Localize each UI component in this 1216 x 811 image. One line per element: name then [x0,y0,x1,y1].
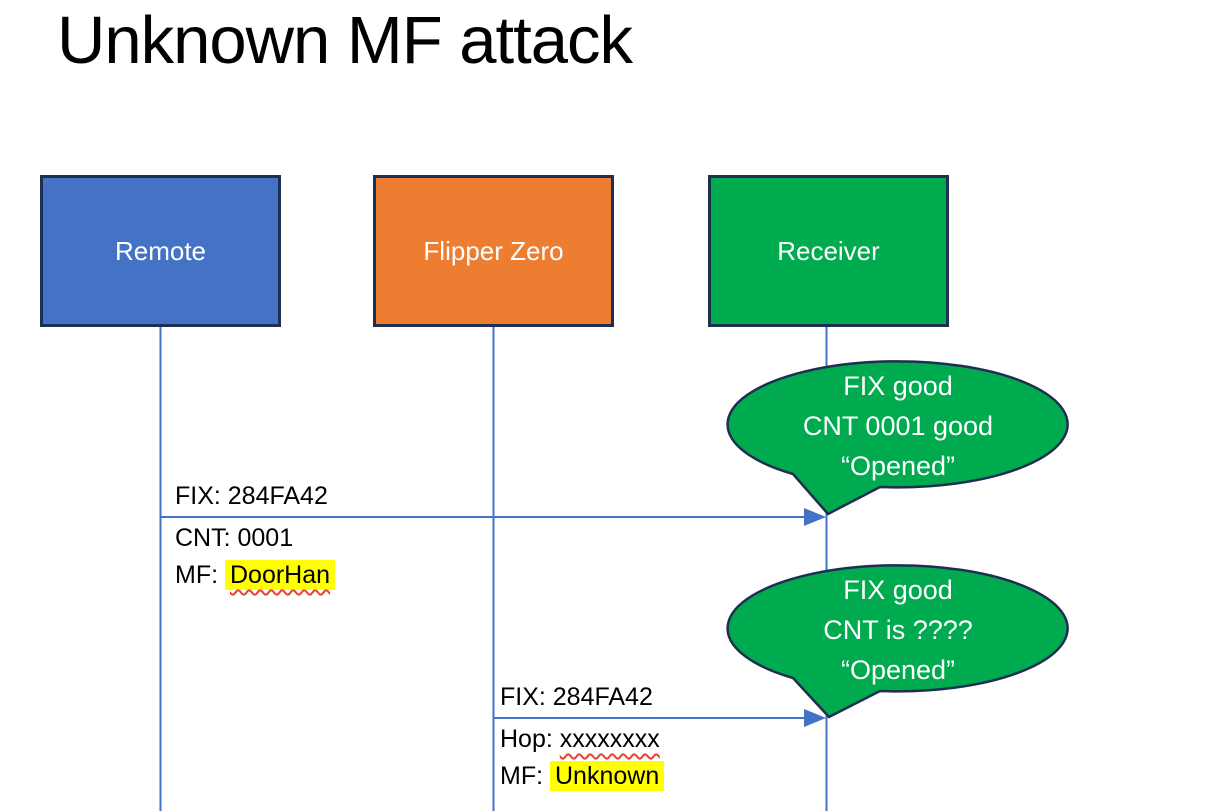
slide-title: Unknown MF attack [57,3,633,78]
actor-label-remote: Remote [114,235,207,266]
bubble-2-line-1: FIX good [843,575,953,605]
actor-label-receiver: Receiver [777,235,880,266]
actor-box-receiver: Receiver [708,175,949,327]
bubble-2-line-3: “Opened” [840,655,956,685]
message-1-label-fix: FIX: 284FA42 [175,482,328,510]
bubble-2-line-2: CNT is ???? [823,615,973,645]
bubble-1-line-1: FIX good [843,371,953,401]
message-arrow-1-head-icon [804,508,826,526]
message-2-mf-value-highlighted: Unknown [550,761,665,791]
actor-box-flipper-zero: Flipper Zero [373,175,614,327]
message-2-label-mf: MF: Unknown [500,758,665,795]
message-1-mf-prefix: MF: [175,561,225,589]
actor-box-remote: Remote [40,175,281,327]
message-2-label-fix: FIX: 284FA42 [500,683,653,711]
message-2-mf-prefix: MF: [500,762,550,790]
speech-bubble-1-shape [726,360,1069,516]
message-1-mf-value-highlighted: DoorHan [225,560,336,590]
speech-bubble-2-shape [726,564,1069,719]
speech-bubble-1-text: FIX good CNT 0001 good “Opened” [738,366,1058,486]
message-2-label-hop: Hop: xxxxxxxx [500,721,664,758]
speech-bubble-2-text: FIX good CNT is ???? “Opened” [738,570,1058,690]
message-arrow-2-head-icon [804,709,826,727]
bubble-1-line-2: CNT 0001 good [802,411,994,441]
message-2-hop-value: xxxxxxxx [559,725,660,753]
bubble-1-line-3: “Opened” [840,451,956,481]
message-1-labels-below: CNT: 0001 MF: DoorHan [175,520,336,594]
actor-label-flipper-zero: Flipper Zero [423,235,564,266]
message-1-label-cnt: CNT: 0001 [175,524,294,552]
message-2-labels-below: Hop: xxxxxxxx MF: Unknown [500,721,665,795]
message-2-hop-prefix: Hop: [500,725,560,753]
message-1-label-mf: MF: DoorHan [175,557,336,594]
